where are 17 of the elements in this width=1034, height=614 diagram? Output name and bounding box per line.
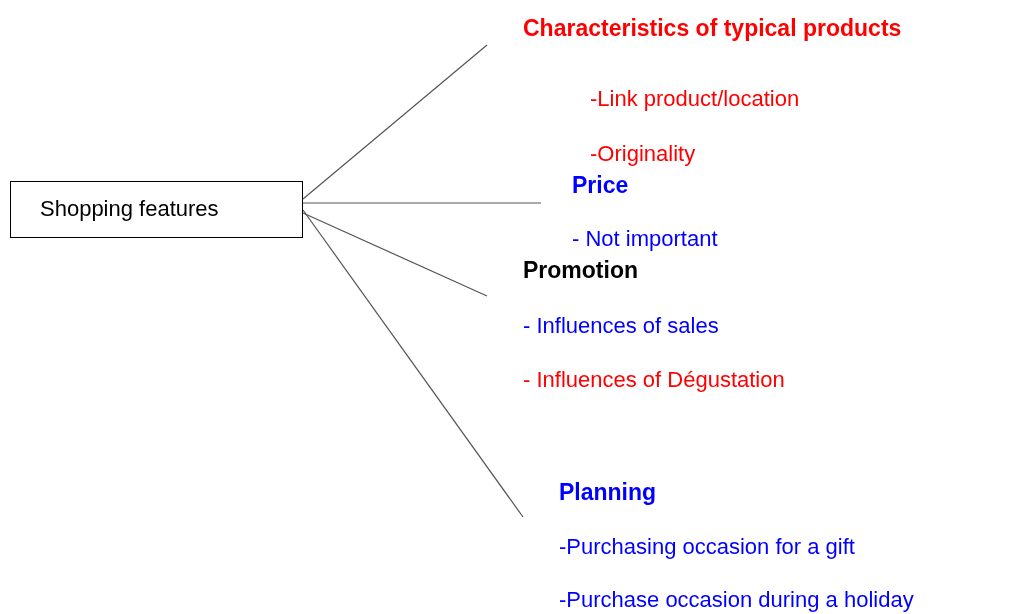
topic-heading: Planning <box>559 479 657 505</box>
bullet-item: - Influences of sales <box>523 313 719 339</box>
bullet-item: -Originality <box>590 141 696 167</box>
process-box <box>10 181 303 238</box>
topic-heading: Promotion <box>523 257 638 283</box>
topic-heading: Characteristics of typical products <box>523 15 902 41</box>
connector-line <box>302 212 488 297</box>
bullet-item: - Influences of Dégustation <box>523 367 785 393</box>
connector-line <box>302 209 524 518</box>
bullet-item: -Purchasing occasion for a gift <box>559 534 855 560</box>
topic-heading: Price <box>572 172 629 198</box>
node-label: Shopping features <box>40 196 219 222</box>
bullet-item: -Purchase occasion during a holiday <box>559 587 914 613</box>
bullet-item: - Not important <box>572 226 718 252</box>
bullet-item: -Link product/location <box>590 86 800 112</box>
connector-line <box>302 202 542 204</box>
connector-line <box>302 44 488 200</box>
